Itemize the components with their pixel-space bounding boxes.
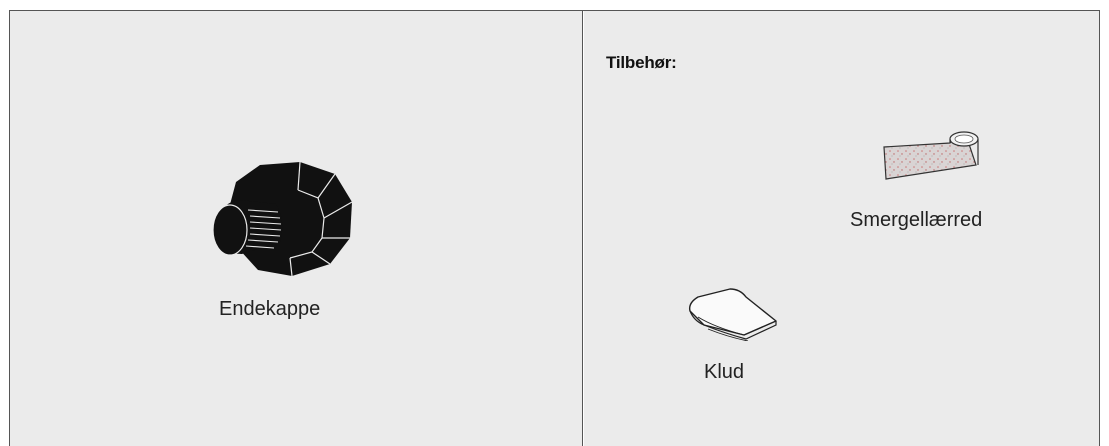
right-panel [584, 11, 1099, 446]
figure-frame [9, 10, 1100, 446]
cloth-label: Klud [704, 361, 745, 383]
emery-cloth-roll-icon [880, 125, 982, 188]
folded-cloth-icon [684, 287, 784, 346]
end-cap-icon [200, 160, 360, 285]
end-cap-label: Endekappe [219, 298, 321, 320]
panel-divider [582, 11, 583, 446]
emery-cloth-label: Smergellærred [850, 209, 983, 231]
section-title: Tilbehør: [606, 53, 677, 72]
